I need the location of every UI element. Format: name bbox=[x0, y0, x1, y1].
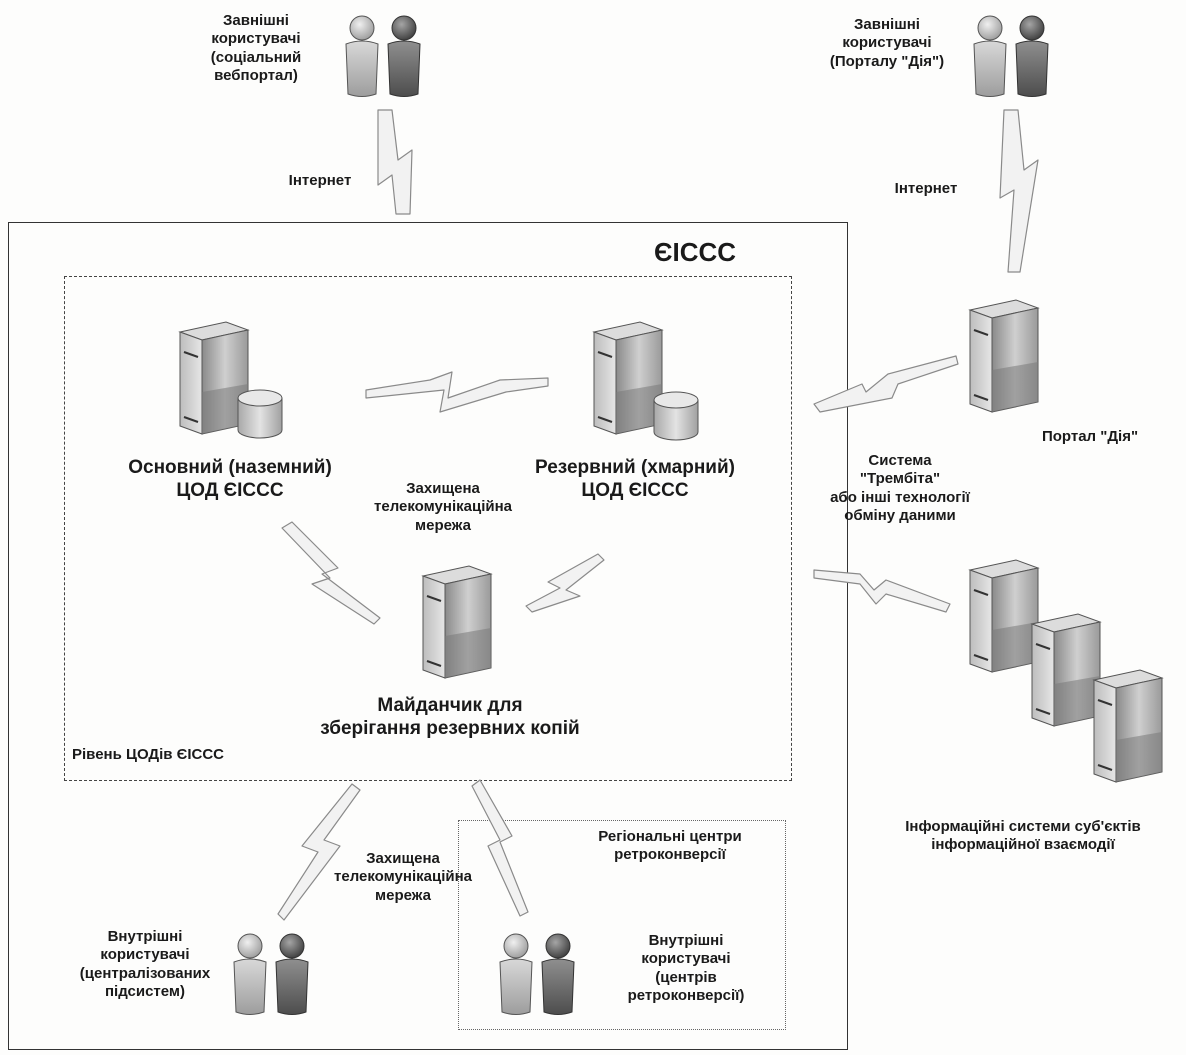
dc-interconnect-link-icon bbox=[365, 371, 549, 413]
trembita-label: Система "Трембіта" або інші технології о… bbox=[830, 452, 970, 524]
info-systems-label: Інформаційні системи суб'єктів інформаці… bbox=[905, 818, 1141, 854]
primary-dc-label: Основний (наземний) ЦОД ЄІСCC bbox=[128, 457, 332, 502]
primary-dc-server-icon bbox=[179, 321, 283, 439]
internal-users-central-link-icon bbox=[277, 783, 361, 921]
system-boundary bbox=[8, 222, 848, 1050]
system-title: ЄІСCC bbox=[653, 237, 737, 267]
internet-link-left-icon bbox=[377, 109, 413, 215]
info-systems-link-icon bbox=[813, 569, 951, 613]
regional-centers-link-icon bbox=[471, 779, 529, 917]
dc-level-label: Рівень ЦОДів ЄІСCC bbox=[72, 746, 224, 763]
regional-centers-label: Регіональні центри ретроконверсії bbox=[598, 828, 742, 864]
backup-to-backup-site-link-icon bbox=[525, 553, 605, 613]
internal-users-retro-label: Внутрішні користувачі (центрів ретроконв… bbox=[627, 932, 745, 1004]
internal-users-central-label: Внутрішні користувачі (централізованих п… bbox=[79, 928, 211, 1000]
secure-network-top-label: Захищена телекомунікаційна мережа bbox=[374, 480, 512, 534]
portal-diia-server-icon bbox=[969, 299, 1039, 413]
backup-site-server-icon bbox=[422, 565, 492, 679]
primary-dc-database-icon bbox=[237, 389, 283, 439]
backup-dc-label: Резервний (хмарний) ЦОД ЄІСCC bbox=[535, 457, 735, 502]
internet-left-label: Інтернет bbox=[288, 172, 352, 189]
info-systems-servers-icon bbox=[969, 559, 1163, 783]
backup-dc-server-icon bbox=[593, 321, 699, 441]
internet-link-right-icon bbox=[999, 109, 1039, 273]
secure-network-bottom-label: Захищена телекомунікаційна мережа bbox=[334, 850, 472, 904]
external-users-social-label: Завнішні користувачі (соціальний вебпорт… bbox=[210, 12, 302, 84]
external-users-social-icon bbox=[345, 15, 421, 97]
internal-users-retro-icon bbox=[499, 933, 575, 1015]
portal-diia-label: Портал "Дія" bbox=[1041, 428, 1139, 445]
portal-diia-link-icon bbox=[813, 355, 959, 413]
external-users-diia-icon bbox=[973, 15, 1049, 97]
backup-site-label: Майданчик для зберігання резервних копій bbox=[320, 695, 580, 740]
dc-level-boundary bbox=[64, 276, 792, 781]
external-users-diia-label: Завнішні користувачі (Порталу "Дія") bbox=[829, 16, 945, 70]
regional-centers-boundary bbox=[458, 820, 786, 1030]
backup-dc-database-icon bbox=[653, 391, 699, 441]
primary-to-backup-site-link-icon bbox=[281, 521, 381, 625]
internet-right-label: Інтернет bbox=[894, 180, 958, 197]
internal-users-central-icon bbox=[233, 933, 309, 1015]
